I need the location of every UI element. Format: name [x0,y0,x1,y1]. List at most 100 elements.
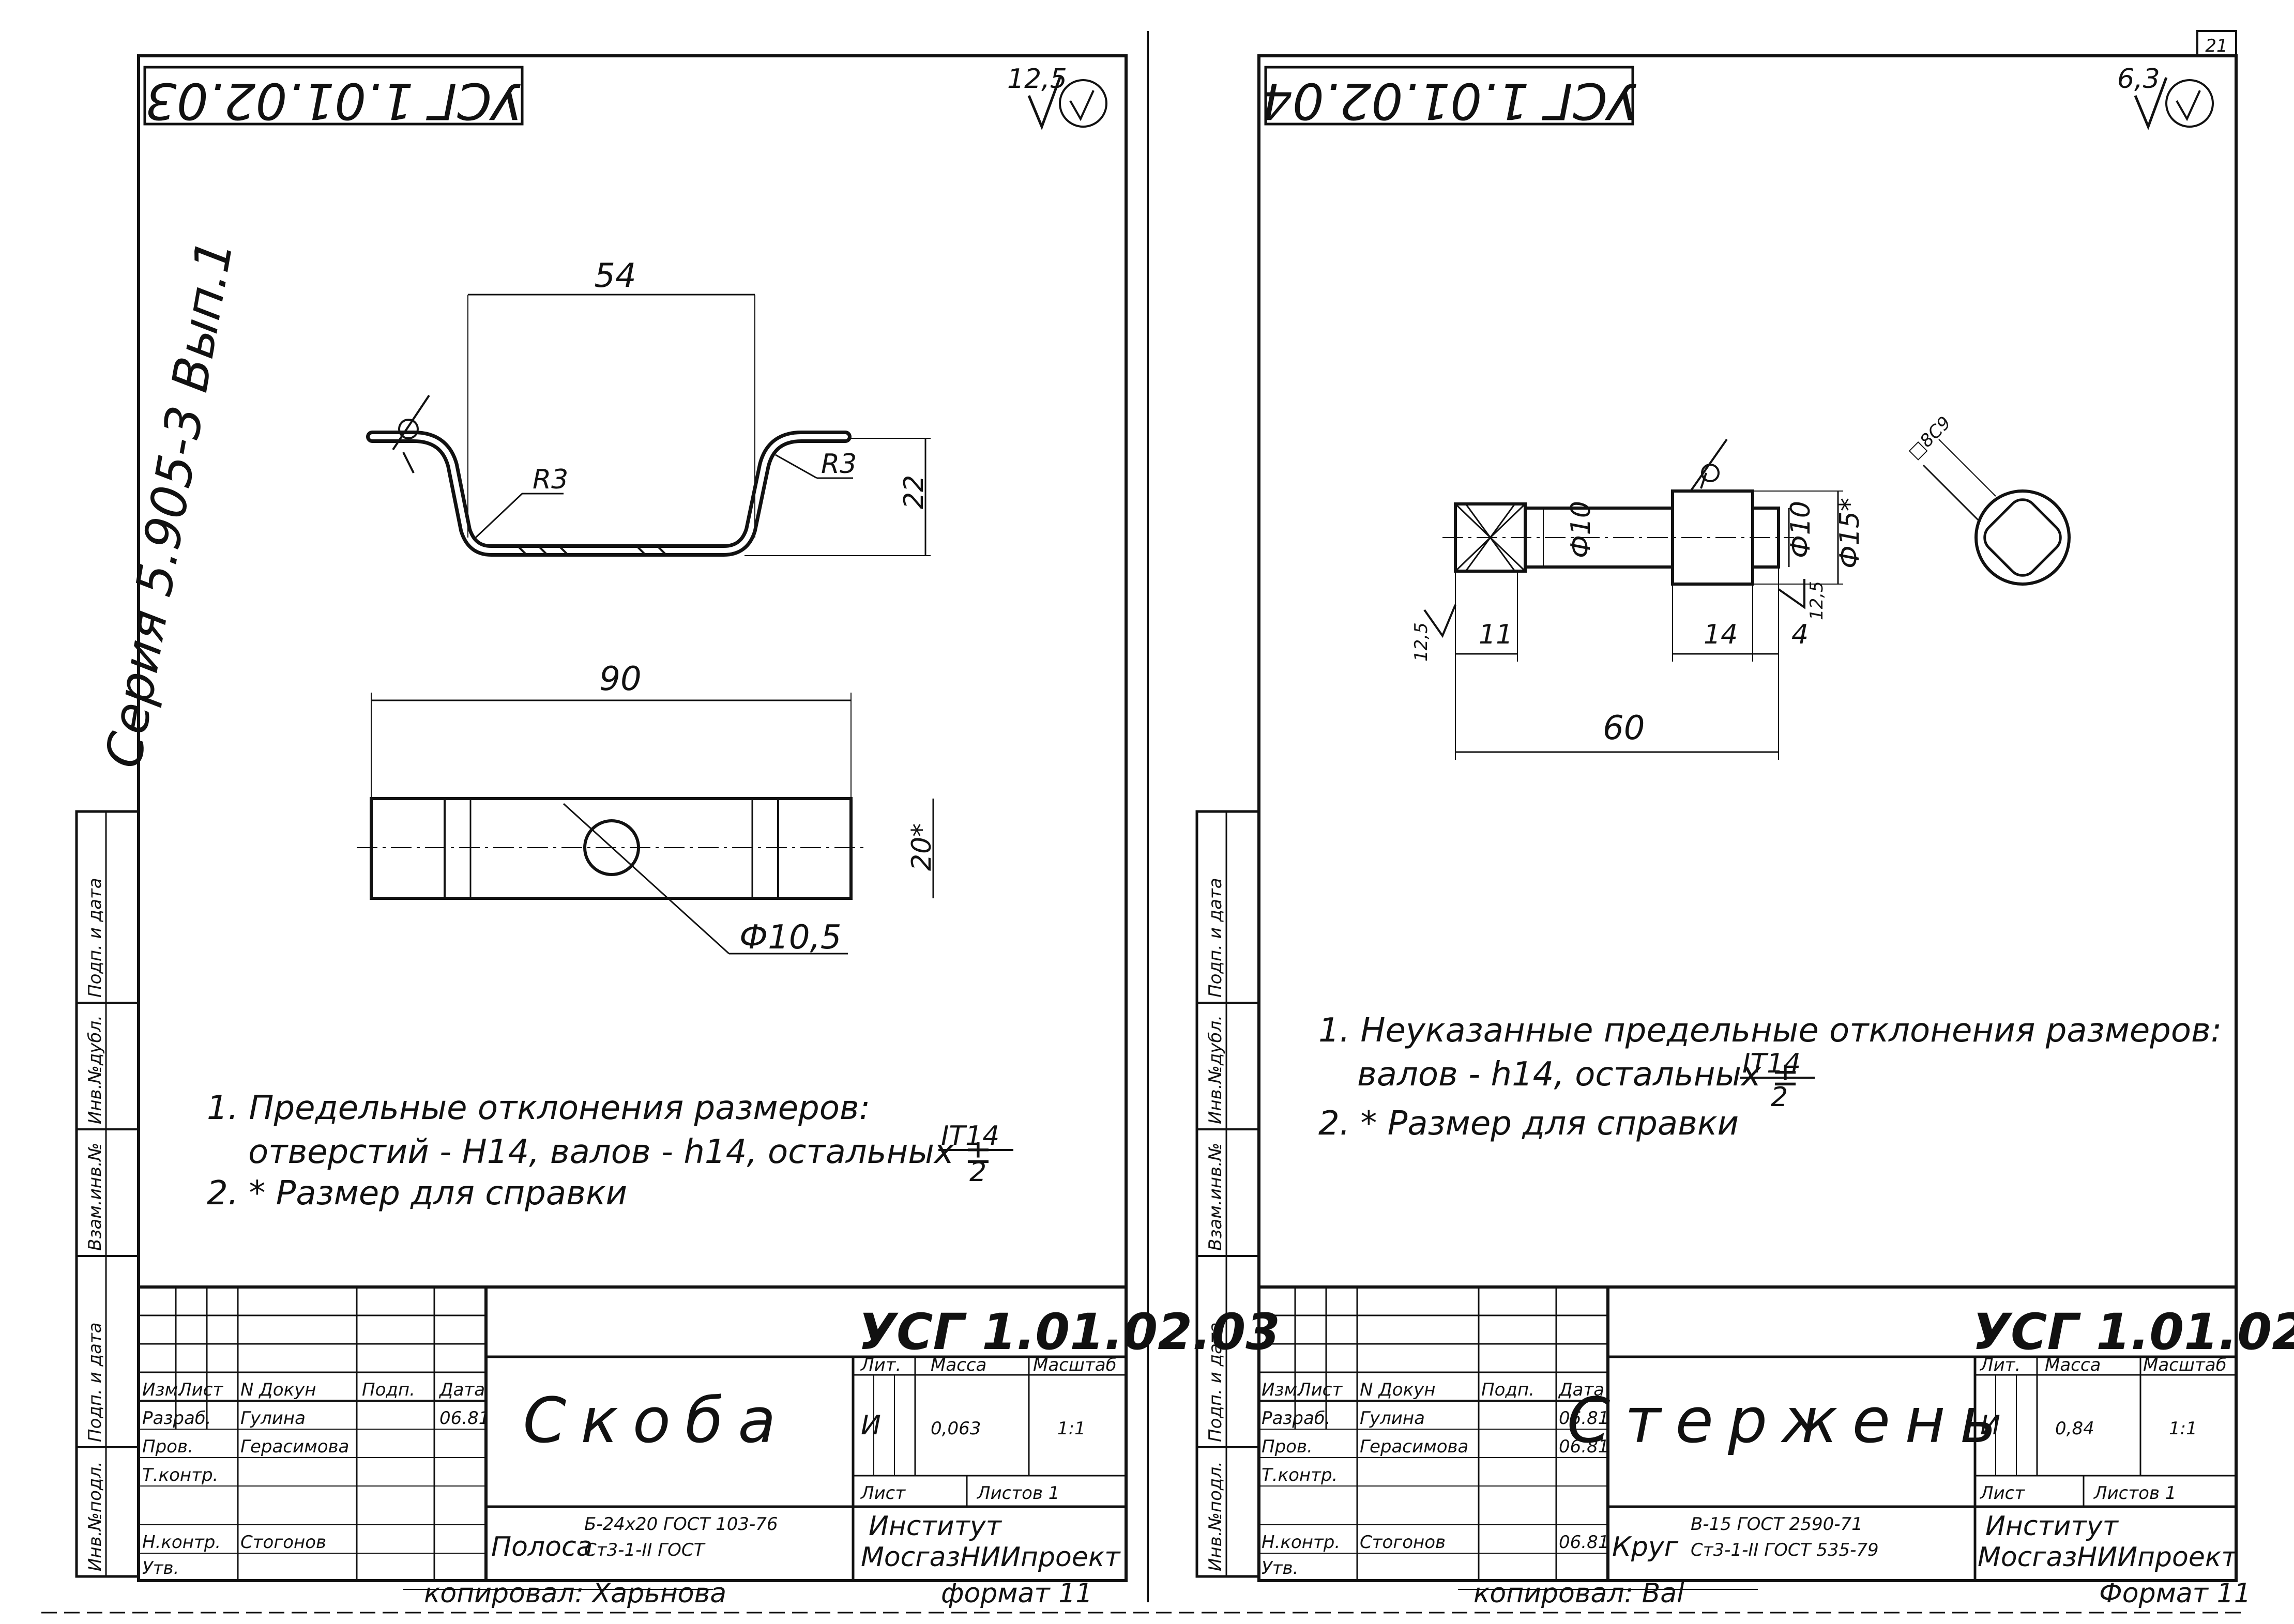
end-roughness-icon [1423,604,1456,638]
dim-90-label: 90 [599,660,641,698]
right-note-1b: валов - h14, остальных ± [1357,1055,1799,1094]
left-note-fraction-den: 2 [969,1157,986,1188]
right-tb-org2: МосгазНИИпроект [1978,1542,2238,1573]
left-tb-h-sign: Подп. [362,1380,415,1400]
sheet-number-box [2196,30,2237,57]
right-code-box [1264,66,1634,126]
left-weld-circle-icon [398,419,419,439]
right-tb-date-0: 06.81 [1559,1408,1609,1429]
left-code-rotated: УСГ 1.01.02.03 [145,72,522,130]
left-tb-name-3: Стогонов [240,1532,326,1553]
left-tb-date-0: 06.81 [439,1408,490,1429]
left-tb-sheet-label: Лист [860,1483,906,1504]
left-tb-h-list: Лист [177,1380,223,1400]
right-tb-h-sign: Подп. [1481,1380,1535,1400]
dim-end-rough: 12,5 [1411,622,1432,662]
left-stamp-label-2: Взам.инв.№ [85,1143,105,1251]
left-weld-symbol-icon [392,394,430,473]
rod-end-view-square [1983,498,2062,577]
square-dim-ext [1938,439,1996,497]
dim-r3-right: R3 [821,449,857,480]
rod-end-view-circle [1974,489,2071,586]
r3-left-leader [475,493,523,539]
right-note-fraction-num: IT14 [1742,1048,1801,1079]
right-tb-scale-label: Масштаб [2143,1355,2227,1375]
left-title-block: УСГ 1.01.02.03 Скоба Лит. Масса Масштаб … [137,1285,1280,1582]
bracket-plan-view [370,797,853,900]
right-tb-h-date: Дата [1558,1380,1604,1400]
hole-leader [563,803,730,955]
left-tb-role-3: Н.контр. [142,1532,221,1553]
left-tb-h-date: Дата [438,1380,485,1400]
chamfer-roughness-icon [1778,579,1805,609]
dim-22-label: 22 [899,475,930,509]
right-title-block: УСГ 1.01.02.04 Стержень Лит. Масса Масшт… [1257,1285,2294,1582]
right-stamp-label-2: Взам.инв.№ [1205,1143,1226,1251]
right-tb-sheets-label: Листов 1 [2093,1483,2176,1504]
right-weld-circle-icon [1701,464,1720,482]
left-tb-sheets-label: Листов 1 [976,1483,1059,1504]
right-tb-h-list: Лист [1297,1380,1343,1400]
left-tb-title: Скоба [523,1385,790,1457]
left-note-1: 1. Предельные отклонения размеров: [207,1089,870,1127]
left-tb-scale-value: 1:1 [1057,1418,1086,1439]
left-roughness-icon [1027,77,1061,130]
left-roughness-value: 12,5 [1007,64,1067,95]
right-tb-code: УСГ 1.01.02.04 [1972,1303,2294,1361]
right-tb-date-1: 06.81 [1559,1436,1609,1457]
left-tb-code: УСГ 1.01.02.03 [858,1303,1280,1361]
dim-60-label: 60 [1603,709,1645,747]
left-tb-material-prefix: Полоса [491,1531,593,1562]
left-tb-org2: МосгазНИИпроект [861,1542,1121,1573]
right-stamp-label-0: Инв.№подл. [1205,1461,1226,1571]
right-roughness-circle-icon [2165,79,2214,128]
left-tb-h-izm: Изм. [142,1380,184,1400]
right-stamp-label-3: Инв.№дубл. [1205,1015,1226,1124]
right-tb-org1: Институт [1985,1511,2119,1542]
left-stamp-label-4: Подп. и дата [85,878,105,998]
right-format: Формат 11 [2099,1578,2251,1609]
left-tb-name-0: Гулина [240,1408,306,1429]
right-note-fraction-den: 2 [1771,1082,1788,1113]
left-roughness-check-icon [1069,90,1095,121]
dim-chamfer-rough: 12,5 [1806,581,1827,620]
right-note-1: 1. Неуказанные предельные отклонения раз… [1318,1012,2222,1050]
right-stamp-frame [1195,810,1260,1578]
right-roughness-check-icon [2176,90,2201,121]
right-sheet: 21 УСГ 1.01.02.04 6,3 Ф10 Ф10 Ф15* 12,5 … [1257,30,2294,1609]
right-tb-name-0: Гулина [1360,1408,1425,1429]
left-tb-role-1: Пров. [142,1436,193,1457]
dim-14-label: 14 [1704,619,1738,650]
left-stamp-label-0: Инв.№подл. [85,1461,105,1571]
dim-11-label: 11 [1479,619,1513,650]
left-stamp-label-1: Подп. и дата [85,1322,105,1442]
left-tb-role-4: Утв. [142,1558,179,1579]
right-tb-role-3: Н.контр. [1262,1532,1340,1553]
right-tb-h-izm: Изм. [1262,1380,1303,1400]
bracket-side-inner [370,434,848,553]
right-copied-by: копировал: Bal [1473,1578,1684,1609]
right-tb-role-1: Пров. [1262,1436,1313,1457]
right-stamp-label-1: Подп. и дата [1205,1322,1226,1442]
dim-54-label: 54 [594,257,636,295]
sheet-number: 21 [2205,36,2227,56]
dim-hole-label: Ф10,5 [739,918,842,957]
right-side-stamp: Инв.№подл. Подп. и дата Взам.инв.№ Инв.№… [1195,810,1260,1578]
left-code-box [143,66,524,126]
left-tb-h-doc: N Докун [240,1380,316,1400]
right-tb-material-prefix: Круг [1612,1531,1679,1562]
left-copied-by: копировал: Харьнова [424,1578,726,1609]
dim-4-label: 4 [1791,619,1809,650]
left-tb-role-2: Т.контр. [142,1465,218,1485]
r3-right-leader [775,454,817,479]
left-note-1b: отверстий - Н14, валов - h14, остальных … [248,1133,992,1171]
left-note-2: 2. * Размер для справки [207,1174,627,1213]
left-stamp-label-3: Инв.№дубл. [85,1015,105,1124]
right-code-rotated: УСГ 1.01.02.04 [1261,72,1638,130]
right-roughness-icon [2134,77,2168,130]
left-tb-lit-label: Лит. [860,1355,901,1375]
right-tb-sheet-label: Лист [1979,1483,2025,1504]
weld-hatch [516,544,668,557]
dim-r3-left: R3 [533,464,568,495]
dim-20-label: 20* [906,823,937,871]
